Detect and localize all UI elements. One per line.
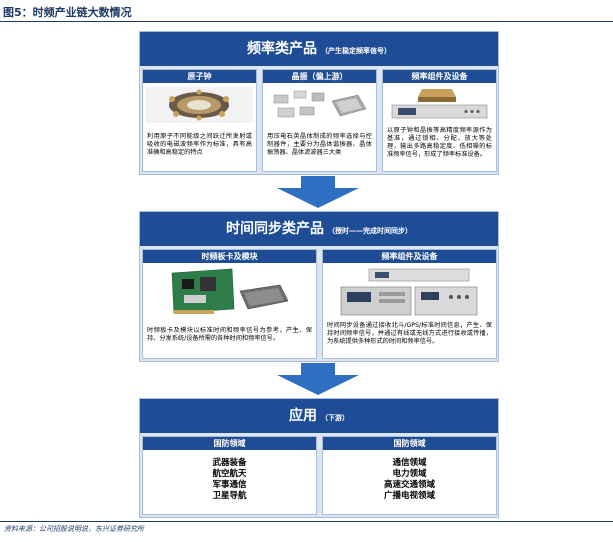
time-sync-equipment-description: 时间同步设备通过接收北斗/GPS/标准时间信息，产生、保持时间频率信号，并通过有… — [327, 322, 492, 345]
list-item: 电力领域 — [392, 469, 427, 479]
list-item: 武器装备 — [212, 458, 247, 468]
time-sync-products-header: 时间同步类产品 （授时——完成时间同步） — [140, 212, 498, 246]
frequency-products-section: 频率类产品 （产生稳定频率信号） 原子钟 利用原子不同能级之间跃迁所发射或吸收的电… — [139, 31, 499, 175]
list-item: 通信领域 — [392, 458, 427, 468]
crystal-oscillator-image — [266, 87, 373, 123]
timing-board-card: 时频板卡及模块 时频板卡及模块以标准时间和频率信号为参考，产生、保持、分发系统/… — [142, 249, 317, 359]
atomic-clock-image — [146, 87, 253, 123]
application-header: 应用 （下游） — [140, 399, 498, 433]
title-divider — [0, 21, 613, 22]
defense-field-list: 武器装备 航空航天 军事通信 卫星导航 — [143, 458, 316, 502]
frequency-products-header: 频率类产品 （产生稳定频率信号） — [140, 32, 498, 66]
atomic-clock-description: 利用原子不同能级之间跃迁所发射或吸收的电磁波频率作为标准，具有高准确和高稳定的特… — [147, 133, 252, 156]
time-sync-products-title: 时间同步类产品 — [226, 221, 324, 237]
timing-board-image — [168, 267, 292, 319]
atomic-clock-card: 原子钟 利用原子不同能级之间跃迁所发射或吸收的电磁波频率作为标准，具有高准确和高… — [142, 69, 257, 172]
frequency-products-subtitle: （产生稳定频率信号） — [321, 47, 391, 55]
civil-field-title: 国防领域 — [323, 437, 496, 450]
frequency-products-title: 频率类产品 — [247, 41, 317, 57]
time-sync-equipment-image — [339, 267, 480, 319]
application-subtitle: （下游） — [321, 414, 349, 422]
flow-arrow-2 — [277, 363, 359, 395]
defense-field-title: 国防领域 — [143, 437, 316, 450]
list-item: 高速交通领域 — [383, 480, 435, 490]
defense-field-card: 国防领域 武器装备 航空航天 军事通信 卫星导航 — [142, 436, 317, 515]
list-item: 军事通信 — [212, 480, 247, 490]
application-title: 应用 — [289, 408, 317, 424]
frequency-equipment-card: 频率组件及设备 以原子钟和晶振等高精度频率源作为基准，通过锁相、分配、放大等处理… — [382, 69, 497, 172]
flow-arrow-1 — [277, 176, 359, 208]
crystal-oscillator-card: 晶振（偏上游） 用压电石英晶体制成的频率选择与控制器件，主要分为晶体谐振器、晶体… — [262, 69, 377, 172]
figure-title: 图5：时频产业链大数情况 — [3, 6, 132, 19]
crystal-oscillator-description: 用压电石英晶体制成的频率选择与控制器件，主要分为晶体谐振器、晶体振荡器、晶体滤波… — [267, 133, 372, 156]
frequency-equipment-description: 以原子钟和晶振等高精度频率源作为基准，通过锁相、分配、放大等处理，输出多路高稳定… — [387, 127, 492, 158]
source-divider — [0, 521, 613, 522]
time-sync-products-subtitle: （授时——完成时间同步） — [328, 227, 412, 235]
timing-board-description: 时频板卡及模块以标准时间和频率信号为参考，产生、保持、分发系统/设备所需的各种时… — [147, 327, 312, 342]
list-item: 广播电视领域 — [383, 491, 435, 501]
list-item: 卫星导航 — [212, 491, 247, 501]
source-note: 资料来源：公司招股说明说，东兴证券研究所 — [4, 525, 144, 533]
atomic-clock-title: 原子钟 — [143, 70, 256, 83]
time-sync-equipment-card: 频率组件及设备 时间同步设备通过接收北斗/GPS/标准时间信息，产生、保持时间频… — [322, 249, 497, 359]
civil-field-list: 通信领域 电力领域 高速交通领域 广播电视领域 — [323, 458, 496, 502]
time-sync-equipment-title: 频率组件及设备 — [323, 250, 496, 263]
civil-field-card: 国防领域 通信领域 电力领域 高速交通领域 广播电视领域 — [322, 436, 497, 515]
application-section: 应用 （下游） 国防领域 武器装备 航空航天 军事通信 卫星导航 国防领域 通信领… — [139, 398, 499, 518]
timing-board-title: 时频板卡及模块 — [143, 250, 316, 263]
frequency-equipment-title: 频率组件及设备 — [383, 70, 496, 83]
list-item: 航空航天 — [212, 469, 247, 479]
frequency-equipment-image — [386, 87, 493, 123]
time-sync-products-section: 时间同步类产品 （授时——完成时间同步） 时频板卡及模块 时频板卡及模块以标准时间… — [139, 211, 499, 362]
crystal-oscillator-title: 晶振（偏上游） — [263, 70, 376, 83]
